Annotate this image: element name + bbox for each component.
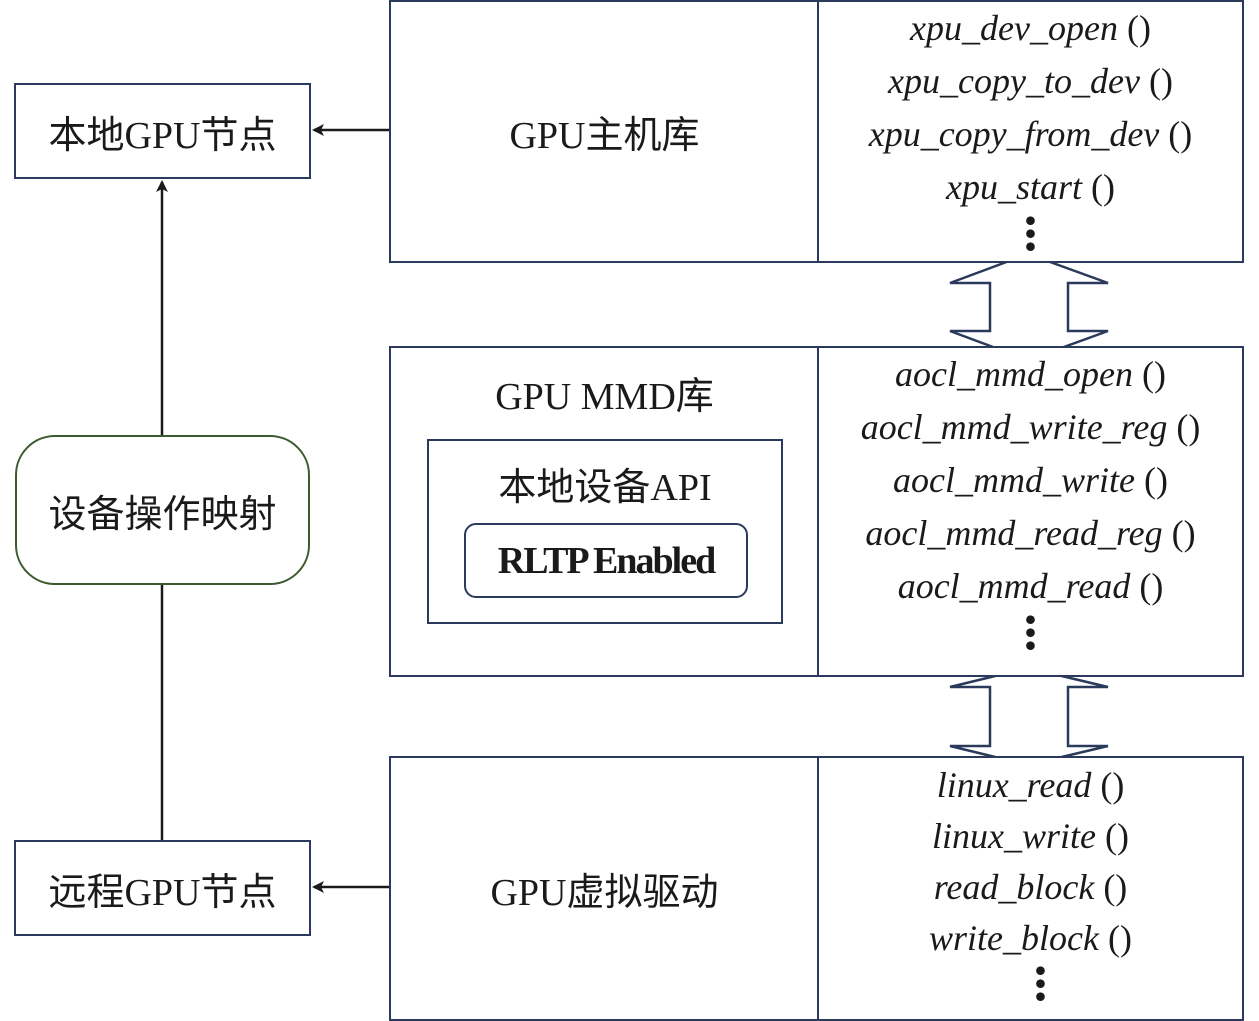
remote-gpu-node-label: 远程GPU节点 <box>48 871 277 914</box>
function-item: linux_write () <box>932 816 1129 856</box>
rltp-badge: RLTP Enabled <box>464 523 748 598</box>
virtual-driver-functions: linux_read () linux_write () read_block … <box>819 760 1242 1014</box>
function-item: xpu_copy_to_dev () <box>888 61 1173 101</box>
local-device-api-title: 本地设备API <box>498 466 712 509</box>
function-item: write_block () <box>929 918 1132 958</box>
remote-gpu-node: 远程GPU节点 <box>14 840 311 936</box>
function-item: aocl_mmd_read_reg () <box>865 513 1196 553</box>
ellipsis-icon: ••• <box>1034 952 1047 1014</box>
local-device-api-box: 本地设备API RLTP Enabled <box>427 439 783 624</box>
mmd-lib-layer: GPU MMD库 本地设备API RLTP Enabled aocl_mmd_o… <box>389 346 1244 677</box>
virtual-driver-layer: GPU虚拟驱动 linux_read () linux_write () rea… <box>389 756 1244 1021</box>
ellipsis-icon: ••• <box>1024 601 1037 663</box>
function-item: aocl_mmd_write () <box>893 460 1168 500</box>
virtual-driver-divider <box>817 758 819 1019</box>
mmd-lib-title: GPU MMD库 <box>495 375 714 418</box>
mmd-lib-functions: aocl_mmd_open () aocl_mmd_write_reg () a… <box>819 348 1242 663</box>
device-mapping-label: 设备操作映射 <box>48 493 277 536</box>
function-item: aocl_mmd_read () <box>897 566 1164 606</box>
double-arrow-mmd-driver <box>949 666 1109 767</box>
host-lib-title: GPU主机库 <box>509 115 700 157</box>
function-item: linux_read () <box>936 765 1125 805</box>
local-gpu-node: 本地GPU节点 <box>14 83 311 179</box>
function-item: read_block () <box>933 867 1128 907</box>
function-item: xpu_dev_open () <box>910 8 1151 48</box>
mmd-lib-divider <box>817 348 819 675</box>
host-lib-layer: GPU主机库 xpu_dev_open () xpu_copy_to_dev (… <box>389 0 1244 263</box>
function-item: aocl_mmd_open () <box>895 354 1166 394</box>
ellipsis-icon: ••• <box>1024 202 1037 264</box>
function-item: aocl_mmd_write_reg () <box>860 407 1201 447</box>
double-arrow-host-mmd <box>949 252 1109 362</box>
virtual-driver-title: GPU虚拟驱动 <box>490 872 719 914</box>
local-gpu-node-label: 本地GPU节点 <box>48 114 277 157</box>
function-item: xpu_start () <box>946 167 1115 207</box>
host-lib-divider <box>817 2 819 261</box>
host-lib-functions: xpu_dev_open () xpu_copy_to_dev () xpu_c… <box>819 2 1242 264</box>
function-item: xpu_copy_from_dev () <box>868 114 1193 154</box>
device-mapping-node: 设备操作映射 <box>15 435 310 585</box>
rltp-badge-label: RLTP Enabled <box>497 539 716 582</box>
